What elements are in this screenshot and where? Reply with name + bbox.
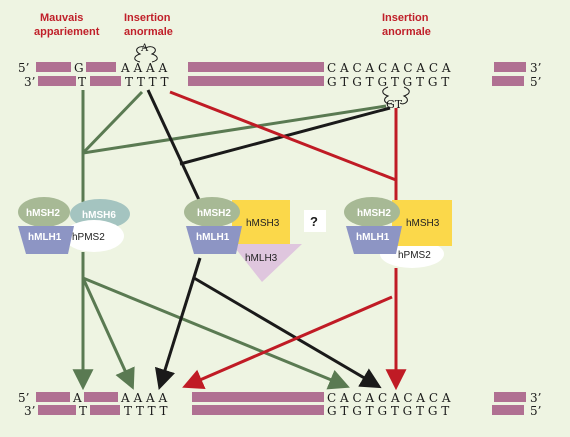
label-mlh1: hMLH1	[196, 232, 230, 243]
top-strand-bar	[36, 392, 70, 402]
top-3prime-left: 3’	[24, 75, 35, 89]
bottom-dna: 5’ 3’ 3’ 5’ A T A A A A T T T T C A C A …	[18, 391, 541, 418]
bottom-strand-bar	[188, 76, 324, 86]
label-pms2: hPMS2	[398, 250, 431, 261]
loop1-curl-left	[134, 46, 147, 63]
label-msh3: hMSH3	[406, 218, 440, 229]
bottom-strand-bar	[90, 405, 120, 415]
label-msh2: hMSH2	[357, 208, 391, 219]
recognition-lines	[81, 89, 398, 203]
bottom-5prime-right: 5’	[530, 404, 541, 418]
msh2-subunit	[18, 197, 70, 227]
mlh3-subunit	[232, 244, 302, 282]
mlh1-subunit	[346, 226, 402, 254]
label-mlh3: hMLH3	[245, 253, 278, 264]
green-line-insertion1	[81, 90, 144, 155]
label-msh2: hMSH2	[197, 208, 231, 219]
header-insertion2-line1: Insertion	[382, 12, 429, 24]
label-msh2: hMSH2	[26, 208, 60, 219]
top-5prime-right: 5’	[530, 75, 541, 89]
loop2-curl-right	[399, 86, 410, 105]
label-mlh1: hMLH1	[28, 232, 62, 243]
top-3prime-right: 3’	[530, 61, 541, 75]
black-arrow-to-repeat	[193, 276, 382, 389]
bottom-strand-bar	[38, 76, 76, 86]
bottom-strand-bar	[492, 405, 524, 415]
top-dna: 5’ 3’ 3’ 5’ G T A A A A T T T T C A C A …	[18, 43, 541, 111]
msh2-subunit	[184, 197, 240, 227]
header-insertion1-line2: anormale	[124, 26, 173, 38]
top-strand-bar	[86, 62, 116, 72]
bottom-strand-bar	[38, 405, 76, 415]
red-line-insertion1	[169, 90, 397, 182]
bottom-3prime-right: 3’	[530, 391, 541, 405]
red-arrow-to-a-run	[182, 295, 393, 389]
t-run-bottom: T T T T	[124, 404, 167, 418]
corrected-a: A	[72, 391, 82, 405]
pms2-subunit	[64, 220, 124, 252]
msh3-subunit	[392, 200, 452, 246]
label-msh6: hMSH6	[82, 210, 116, 221]
top-strand-bar	[84, 392, 118, 402]
gt-repeat-bottom: G T G T G T G T G T	[327, 404, 449, 418]
bottom-5prime: 5’	[18, 391, 29, 405]
ca-repeat-top: C A C A C A C A C A	[327, 391, 451, 405]
mismatch-g: G	[74, 61, 84, 75]
a-run-top: A A A A	[120, 61, 167, 75]
headers: Mauvais appariement Insertion anormale I…	[34, 12, 431, 38]
green-arrow-to-a-run	[81, 277, 135, 390]
label-msh3: hMSH3	[246, 218, 280, 229]
mlh1-subunit	[186, 226, 242, 254]
top-strand-bar	[36, 62, 71, 72]
green-arrow-to-repeat	[82, 276, 350, 390]
top-5prime: 5’	[18, 61, 29, 75]
t-run-bottom: T T T T	[125, 75, 168, 89]
msh3-subunit	[232, 200, 290, 244]
msh2-subunit	[344, 197, 400, 227]
top-strand-bar	[494, 62, 526, 72]
mlh1-subunit	[18, 226, 74, 254]
bottom-strand-bar	[492, 76, 524, 86]
unknown-partner-box	[304, 210, 326, 232]
header-mismatch-line2: appariement	[34, 26, 100, 38]
green-line-insertion2	[82, 104, 387, 155]
complex-mlh3: hMSH2 hMSH3 hMLH1 hMLH3	[184, 197, 302, 282]
complex-mutsb: hMSH2 hMSH3 hMLH1 hPMS2	[344, 197, 452, 268]
top-strand-bar	[188, 62, 324, 72]
bottom-strand-bar	[90, 76, 121, 86]
loop2-curl-left	[382, 86, 393, 105]
bottom-strand-bar	[192, 405, 324, 415]
complex-mutsa: hMSH2 hMSH6 hMLH1 hPMS2	[18, 197, 130, 254]
label-pms2: hPMS2	[72, 232, 105, 243]
unknown-partner-mark: ?	[310, 214, 318, 229]
loop1-curl-right	[145, 46, 158, 63]
label-mlh1: hMLH1	[356, 232, 390, 243]
gt-repeat-bottom: G T G T G T G T G T	[327, 75, 449, 89]
mismatch-t: T	[78, 75, 86, 89]
header-insertion1-line1: Insertion	[124, 12, 171, 24]
repair-arrows	[72, 252, 407, 391]
ca-repeat-top: C A C A C A C A C A	[327, 61, 451, 75]
header-insertion2-line2: anormale	[382, 26, 431, 38]
top-strand-bar	[192, 392, 324, 402]
header-mismatch-line1: Mauvais	[40, 12, 83, 24]
loop1-base: A	[140, 43, 149, 54]
top-strand-bar	[494, 392, 526, 402]
loop2-bases: GT	[386, 98, 403, 111]
bottom-3prime-left: 3’	[24, 404, 35, 418]
corrected-t: T	[79, 404, 87, 418]
a-run-top: A A A A	[120, 391, 167, 405]
black-line-insertion1	[146, 89, 202, 203]
